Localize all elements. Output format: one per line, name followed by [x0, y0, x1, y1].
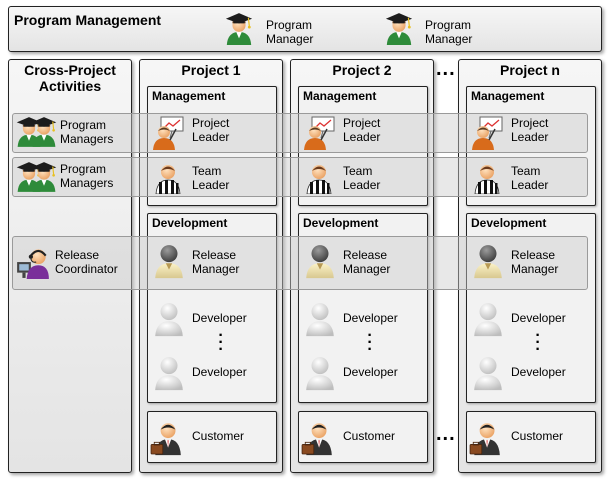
project-1-developer-1-label: Developer: [192, 311, 247, 325]
ellipsis-top: ...: [436, 58, 456, 80]
project-1-development-title: Development: [152, 216, 228, 230]
program-manager-label-1: Program Manager: [266, 18, 314, 46]
customer-icon: [301, 418, 335, 456]
cross-project-title: Cross-Project Activities: [24, 62, 116, 94]
developer-icon: [303, 298, 337, 338]
release-coordinator-icon: [16, 243, 50, 279]
cross-row-1-label: Program Managers: [60, 118, 114, 146]
project-n-development-title: Development: [471, 216, 547, 230]
project-2-customer-label: Customer: [343, 429, 396, 443]
project-2-project-leader-label: Project Leader: [343, 116, 381, 144]
team-leader-icon: [303, 160, 335, 194]
developer-icon: [471, 352, 505, 392]
project-2-development-title: Development: [303, 216, 379, 230]
project-n-project-leader-label: Project Leader: [511, 116, 549, 144]
project-n-customer-label: Customer: [511, 429, 564, 443]
project-n-more-developers-dots: ···: [535, 327, 541, 358]
developer-icon: [152, 298, 186, 338]
program-managers-icon: [30, 162, 58, 192]
program-management-title: Program Management: [14, 12, 162, 28]
project-1-team-leader-label: Team Leader: [192, 164, 230, 192]
project-n-developer-1-label: Developer: [511, 311, 566, 325]
project-leader-icon: [471, 116, 503, 150]
release-manager-icon: [303, 240, 337, 280]
project-2-more-developers-dots: ···: [367, 327, 373, 358]
project-leader-icon: [152, 116, 184, 150]
developer-icon: [471, 298, 505, 338]
project-1-customer-label: Customer: [192, 429, 245, 443]
project-2-release-manager-label: Release Manager: [343, 248, 391, 276]
project-1-release-manager-label: Release Manager: [192, 248, 240, 276]
band-release-manager: [12, 236, 588, 290]
program-manager-label-2: Program Manager: [425, 18, 473, 46]
team-leader-icon: [152, 160, 184, 194]
developer-icon: [303, 352, 337, 392]
project-2-developer-1-label: Developer: [343, 311, 398, 325]
project-leader-icon: [303, 116, 335, 150]
team-leader-icon: [471, 160, 503, 194]
project-n-developer-2-label: Developer: [511, 365, 566, 379]
project-2-management-title: Management: [303, 89, 377, 103]
project-n-team-leader-label: Team Leader: [511, 164, 549, 192]
project-n-management-title: Management: [471, 89, 545, 103]
release-manager-icon: [471, 240, 505, 280]
project-2-developer-2-label: Developer: [343, 365, 398, 379]
ellipsis-bottom: ...: [436, 423, 456, 445]
release-manager-icon: [152, 240, 186, 280]
project-2-title: Project 2: [332, 62, 392, 78]
customer-icon: [150, 418, 184, 456]
project-1-management-title: Management: [152, 89, 226, 103]
project-1-project-leader-label: Project Leader: [192, 116, 230, 144]
customer-icon: [469, 418, 503, 456]
program-managers-icon: [30, 117, 58, 147]
cross-row-3-label: Release Coordinator: [55, 248, 118, 276]
program-management-panel: [8, 6, 602, 52]
program-manager-icon: [384, 12, 414, 46]
project-2-team-leader-label: Team Leader: [343, 164, 381, 192]
program-manager-icon: [224, 12, 254, 46]
project-n-release-manager-label: Release Manager: [511, 248, 559, 276]
developer-icon: [152, 352, 186, 392]
project-1-more-developers-dots: ···: [218, 327, 224, 358]
project-1-title: Project 1: [181, 62, 241, 78]
project-1-developer-2-label: Developer: [192, 365, 247, 379]
project-n-title: Project n: [500, 62, 560, 78]
cross-row-2-label: Program Managers: [60, 162, 114, 190]
